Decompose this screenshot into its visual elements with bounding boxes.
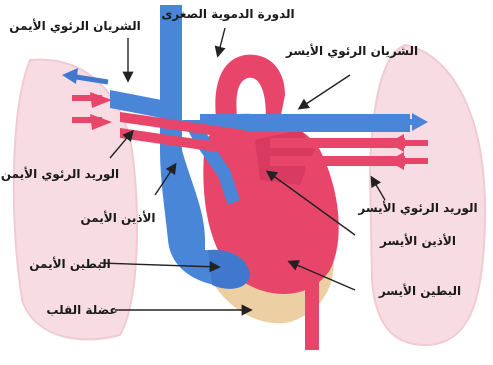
label-heart-muscle: عضلة القلب xyxy=(46,303,117,317)
label-pulmonary-artery-right: الشريان الرئوي الأيمن xyxy=(9,18,140,34)
left-pv-arrow-lower-shaft xyxy=(404,158,428,164)
left-pv-arrow-upper-shaft xyxy=(404,140,428,146)
leader-pa-left xyxy=(300,75,350,108)
right-pv-arrow-lower-shaft xyxy=(72,117,102,123)
label-left-ventricle: البطين الأيسر xyxy=(378,283,461,298)
left-pulmonary-vein-lower xyxy=(270,156,405,166)
label-pulmonary-vein-left: الوريد الرئوي الأيسر xyxy=(357,200,477,216)
label-title: الدورة الدموية الصغرى xyxy=(161,7,294,22)
left-lung xyxy=(370,45,485,345)
leader-title xyxy=(218,28,225,55)
label-right-atrium: الأذين الأيمن xyxy=(80,210,155,225)
left-pulmonary-vein-upper xyxy=(270,138,405,148)
right-pv-arrow-upper-shaft xyxy=(72,95,102,101)
label-left-atrium: الأذين الأيسر xyxy=(379,233,456,248)
label-right-ventricle: البطين الأيمن xyxy=(29,256,110,271)
label-pulmonary-artery-left: الشريان الرئوي الأيسر xyxy=(285,43,418,59)
descending-aorta xyxy=(305,160,319,350)
label-pulmonary-vein-right: الوريد الرئوي الأيمن xyxy=(1,166,119,182)
